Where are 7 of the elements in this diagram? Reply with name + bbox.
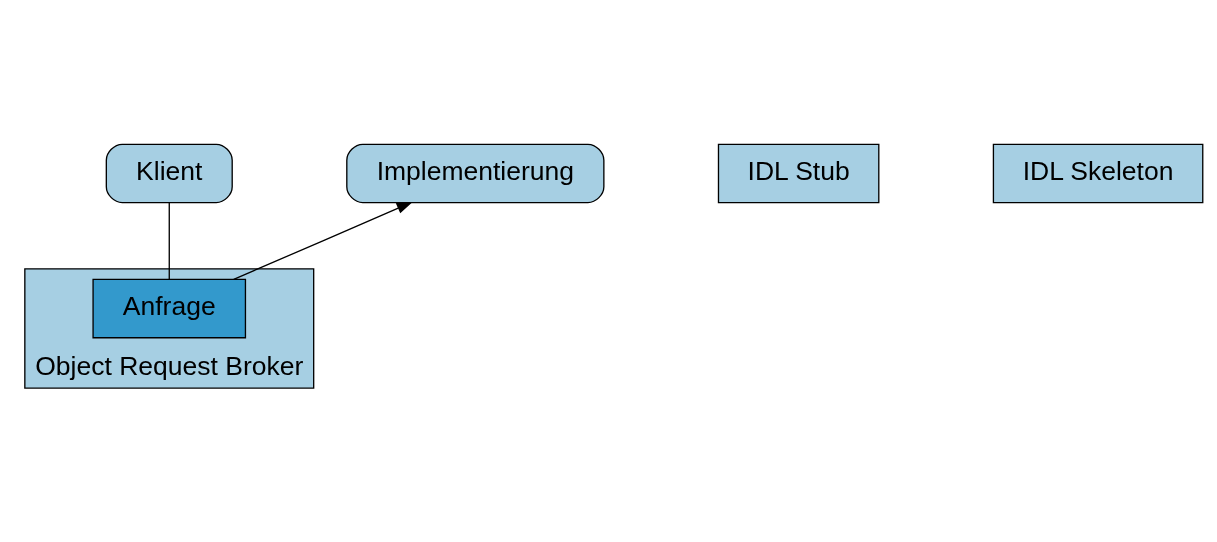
node-box: IDL Skeleton [992, 143, 1204, 203]
node-box: Anfrage [92, 278, 247, 338]
node-box: IDL Stub [717, 143, 880, 203]
connector [168, 201, 170, 280]
node-box: Implementierung [346, 143, 605, 203]
arrow [233, 201, 413, 280]
node-box: Klient [105, 143, 233, 203]
